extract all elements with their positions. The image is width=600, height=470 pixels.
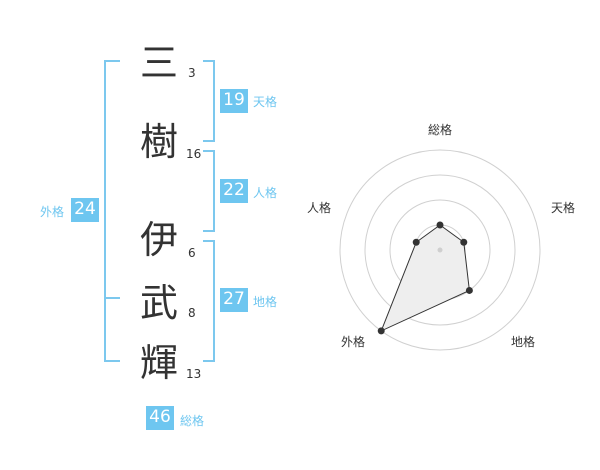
stroke-count-4: 8 — [188, 306, 196, 320]
gaikaku-label: 外格 — [40, 205, 65, 219]
radar-label-jinkaku: 人格 — [307, 201, 332, 215]
radar-point — [436, 221, 444, 229]
gaikaku-value-badge: 24 — [71, 198, 99, 222]
radar-ring — [364, 174, 516, 326]
name-kanji-5: 輝 — [140, 341, 179, 385]
chikaku-label: 地格 — [253, 295, 278, 309]
jinkaku-label: 人格 — [253, 186, 278, 200]
radar-label-soukaku: 総格 — [428, 123, 453, 137]
gaikaku-bracket-divider — [104, 297, 120, 299]
radar-point — [465, 286, 473, 294]
radar-point — [377, 327, 385, 335]
tenkaku-label: 天格 — [253, 95, 278, 109]
chikaku-value-badge: 27 — [220, 288, 248, 312]
radar-center — [437, 247, 443, 253]
stroke-count-5: 13 — [186, 367, 202, 381]
radar-polygon — [380, 224, 470, 332]
name-kanji-1: 三 — [140, 41, 179, 85]
radar-point — [460, 238, 468, 246]
radar-label-gaikaku: 外格 — [341, 335, 366, 349]
name-kanji-3: 伊 — [140, 218, 179, 262]
name-kanji-2: 樹 — [140, 120, 179, 164]
tenkaku-value-badge: 19 — [220, 89, 248, 113]
radar-label-chikaku: 地格 — [511, 335, 536, 349]
stroke-count-1: 3 — [188, 66, 196, 80]
soukaku-value-badge: 46 — [146, 406, 174, 430]
name-kanji-4: 武 — [140, 281, 179, 325]
jinkaku-value-badge: 22 — [220, 179, 248, 203]
stroke-count-3: 6 — [188, 246, 196, 260]
soukaku-label: 総格 — [180, 414, 205, 428]
jinkaku-bracket — [203, 150, 215, 232]
gaikaku-bracket — [104, 60, 120, 362]
stroke-count-2: 16 — [186, 147, 202, 161]
chikaku-bracket — [203, 240, 215, 362]
radar-label-tenkaku: 天格 — [551, 201, 576, 215]
tenkaku-bracket — [203, 60, 215, 142]
radar-ring — [339, 149, 541, 351]
radar-point — [412, 238, 420, 246]
